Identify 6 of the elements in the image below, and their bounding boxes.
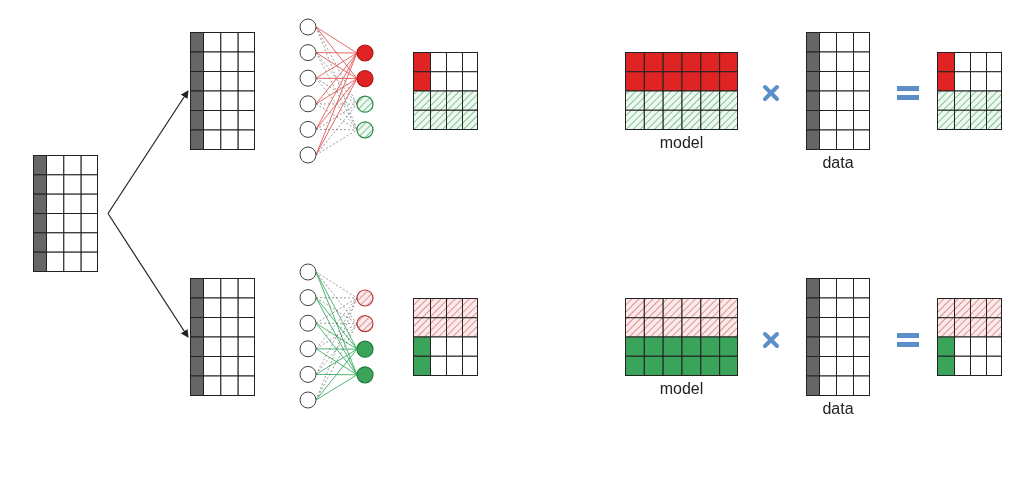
matrix-label: data (821, 154, 855, 172)
matrix-label: model (658, 134, 705, 152)
arrow (107, 212, 189, 338)
matrix-label: data (821, 400, 855, 418)
arrow (107, 90, 189, 215)
matrix-label: model (658, 380, 705, 398)
